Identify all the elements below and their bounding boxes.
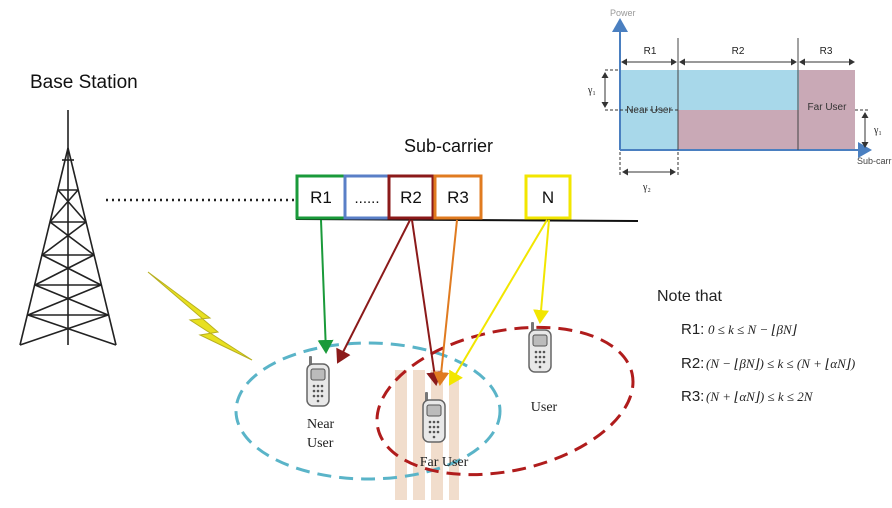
note-r3-expr: (N + ⌊αN⌋) ≤ k ≤ 2N xyxy=(706,389,814,404)
inset-gamma1-right: γ₁ xyxy=(873,125,882,136)
near-user-region xyxy=(234,341,502,481)
box-r1-label: R1 xyxy=(310,188,332,207)
user-phone-icon xyxy=(528,321,552,373)
box-dots-label: ...... xyxy=(354,190,379,207)
inset-near-user: Near User xyxy=(626,105,672,116)
subcarrier-boxes: R1 ...... R2 R3 N xyxy=(295,174,572,220)
inset-region-r2: R2 xyxy=(732,46,745,57)
near-user-label-line2: User xyxy=(307,436,334,451)
arrow-n-far xyxy=(448,219,548,386)
inset-gamma2: γ₂ xyxy=(642,182,651,193)
inset-region-r1: R1 xyxy=(644,46,657,57)
note-r1-expr: 0 ≤ k ≤ N − ⌊βN⌋ xyxy=(708,322,798,337)
box-r2-label: R2 xyxy=(400,188,422,207)
far-user-region xyxy=(375,325,635,477)
lightning-icon xyxy=(147,271,253,361)
arrow-r3-far xyxy=(433,219,458,386)
box-r3-label: R3 xyxy=(447,188,469,207)
note-r3-label: R3: xyxy=(681,388,704,405)
near-user-label-line1: Near xyxy=(307,417,335,432)
inset-axis-subcarrier: Sub-carr xyxy=(857,156,892,166)
note-r2-label: R2: xyxy=(681,355,704,372)
arrow-r1-near xyxy=(317,219,334,354)
arrow-r2-far xyxy=(411,219,443,386)
power-inset: Power Sub-carr R1 R2 R3 Near User Far Us… xyxy=(587,8,892,193)
base-station-label: Base Station xyxy=(30,72,138,93)
notes-block: Note that R1: 0 ≤ k ≤ N − ⌊βN⌋ R2: (N − … xyxy=(657,288,855,405)
inset-axis-power: Power xyxy=(610,8,636,18)
arrow-r2-near xyxy=(336,219,411,364)
box-r2 xyxy=(387,174,435,220)
user-label: User xyxy=(531,400,558,415)
inset-gamma1-left: γ₁ xyxy=(587,85,596,96)
arrow-n-user xyxy=(533,219,550,324)
note-r1-label: R1: xyxy=(681,321,704,338)
inset-far-mid-fill xyxy=(678,110,799,149)
inset-far-fill xyxy=(799,70,855,149)
inset-far-user: Far User xyxy=(808,102,848,113)
note-r2-expr: (N − ⌊βN⌋) ≤ k ≤ (N + ⌊αN⌋) xyxy=(706,356,855,371)
box-n-label: N xyxy=(542,188,554,207)
box-r3 xyxy=(433,174,483,220)
notes-heading: Note that xyxy=(657,288,722,305)
near-user-phone-icon xyxy=(306,355,330,407)
inset-region-r3: R3 xyxy=(820,46,833,57)
box-n xyxy=(524,174,572,220)
far-user-label: Far User xyxy=(420,455,469,470)
base-station-tower xyxy=(19,110,117,346)
subcarrier-title: Sub-carrier xyxy=(404,136,493,156)
